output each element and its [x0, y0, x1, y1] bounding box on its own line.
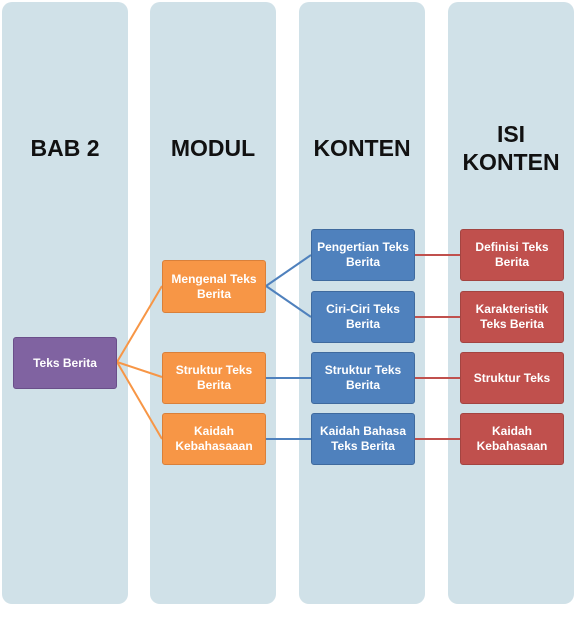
link-bab-modul-3: [116, 361, 163, 440]
node-modul-mengenal-teks-berita: Mengenal Teks Berita: [162, 260, 266, 313]
node-konten-struktur-teks-berita: Struktur Teks Berita: [311, 352, 415, 404]
node-konten-ciri-ciri-teks-berita: Ciri-Ciri Teks Berita: [311, 291, 415, 343]
column-bab: BAB 2: [2, 2, 128, 604]
node-isi-karakteristik-teks-berita: Karakteristik Teks Berita: [460, 291, 564, 343]
link-bab-modul-1: [116, 285, 163, 363]
node-isi-kaidah-kebahasaan: Kaidah Kebahasaan: [460, 413, 564, 465]
node-konten-pengertian-teks-berita: Pengertian Teks Berita: [311, 229, 415, 281]
node-teks-berita: Teks Berita: [13, 337, 117, 389]
node-modul-kaidah-kebahasaaan: Kaidah Kebahasaaan: [162, 413, 266, 465]
node-isi-definisi-teks-berita: Definisi Teks Berita: [460, 229, 564, 281]
node-isi-struktur-teks: Struktur Teks: [460, 352, 564, 404]
column-title-konten: KONTEN: [313, 135, 411, 161]
column-title-bab: BAB 2: [30, 135, 100, 161]
column-title-isi-konten: ISI KONTEN: [462, 121, 560, 175]
column-title-modul: MODUL: [170, 135, 256, 161]
node-modul-struktur-teks-berita: Struktur Teks Berita: [162, 352, 266, 404]
link-bab-modul-2: [116, 361, 163, 378]
link-modul1-konten1: [265, 254, 312, 287]
node-konten-kaidah-bahasa-teks-berita: Kaidah Bahasa Teks Berita: [311, 413, 415, 465]
link-modul1-konten2: [265, 285, 312, 318]
